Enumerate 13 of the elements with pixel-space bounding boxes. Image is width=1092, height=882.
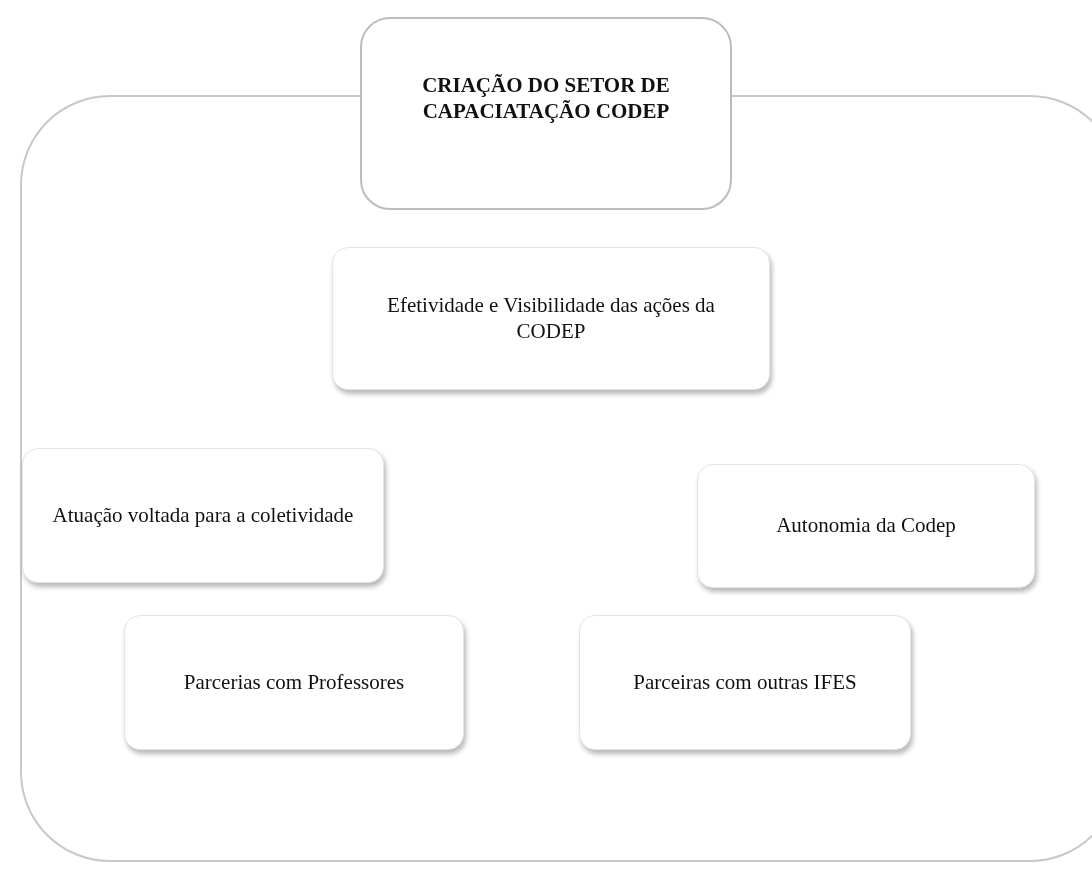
heading-box: [360, 17, 732, 210]
topic-box: [332, 247, 770, 390]
topic-box: [697, 464, 1035, 588]
topic-box: [579, 615, 911, 750]
topic-box: [22, 448, 384, 583]
topic-text: Efetividade e Visibilidade das ações da CODEP: [386, 293, 716, 344]
topic-box: [124, 615, 464, 750]
topic-text: Atuação voltada para a coletividade: [52, 502, 354, 529]
topic-text: Parceiras com outras IFES: [633, 669, 857, 696]
topic-text: Parcerias com Professores: [183, 669, 405, 696]
topic-text: Autonomia da Codep: [776, 513, 956, 539]
container-frame: [20, 95, 1092, 862]
heading-text: CRIAÇÃO DO SETOR DE CAPACIATAÇÃO CODEP: [421, 73, 671, 124]
